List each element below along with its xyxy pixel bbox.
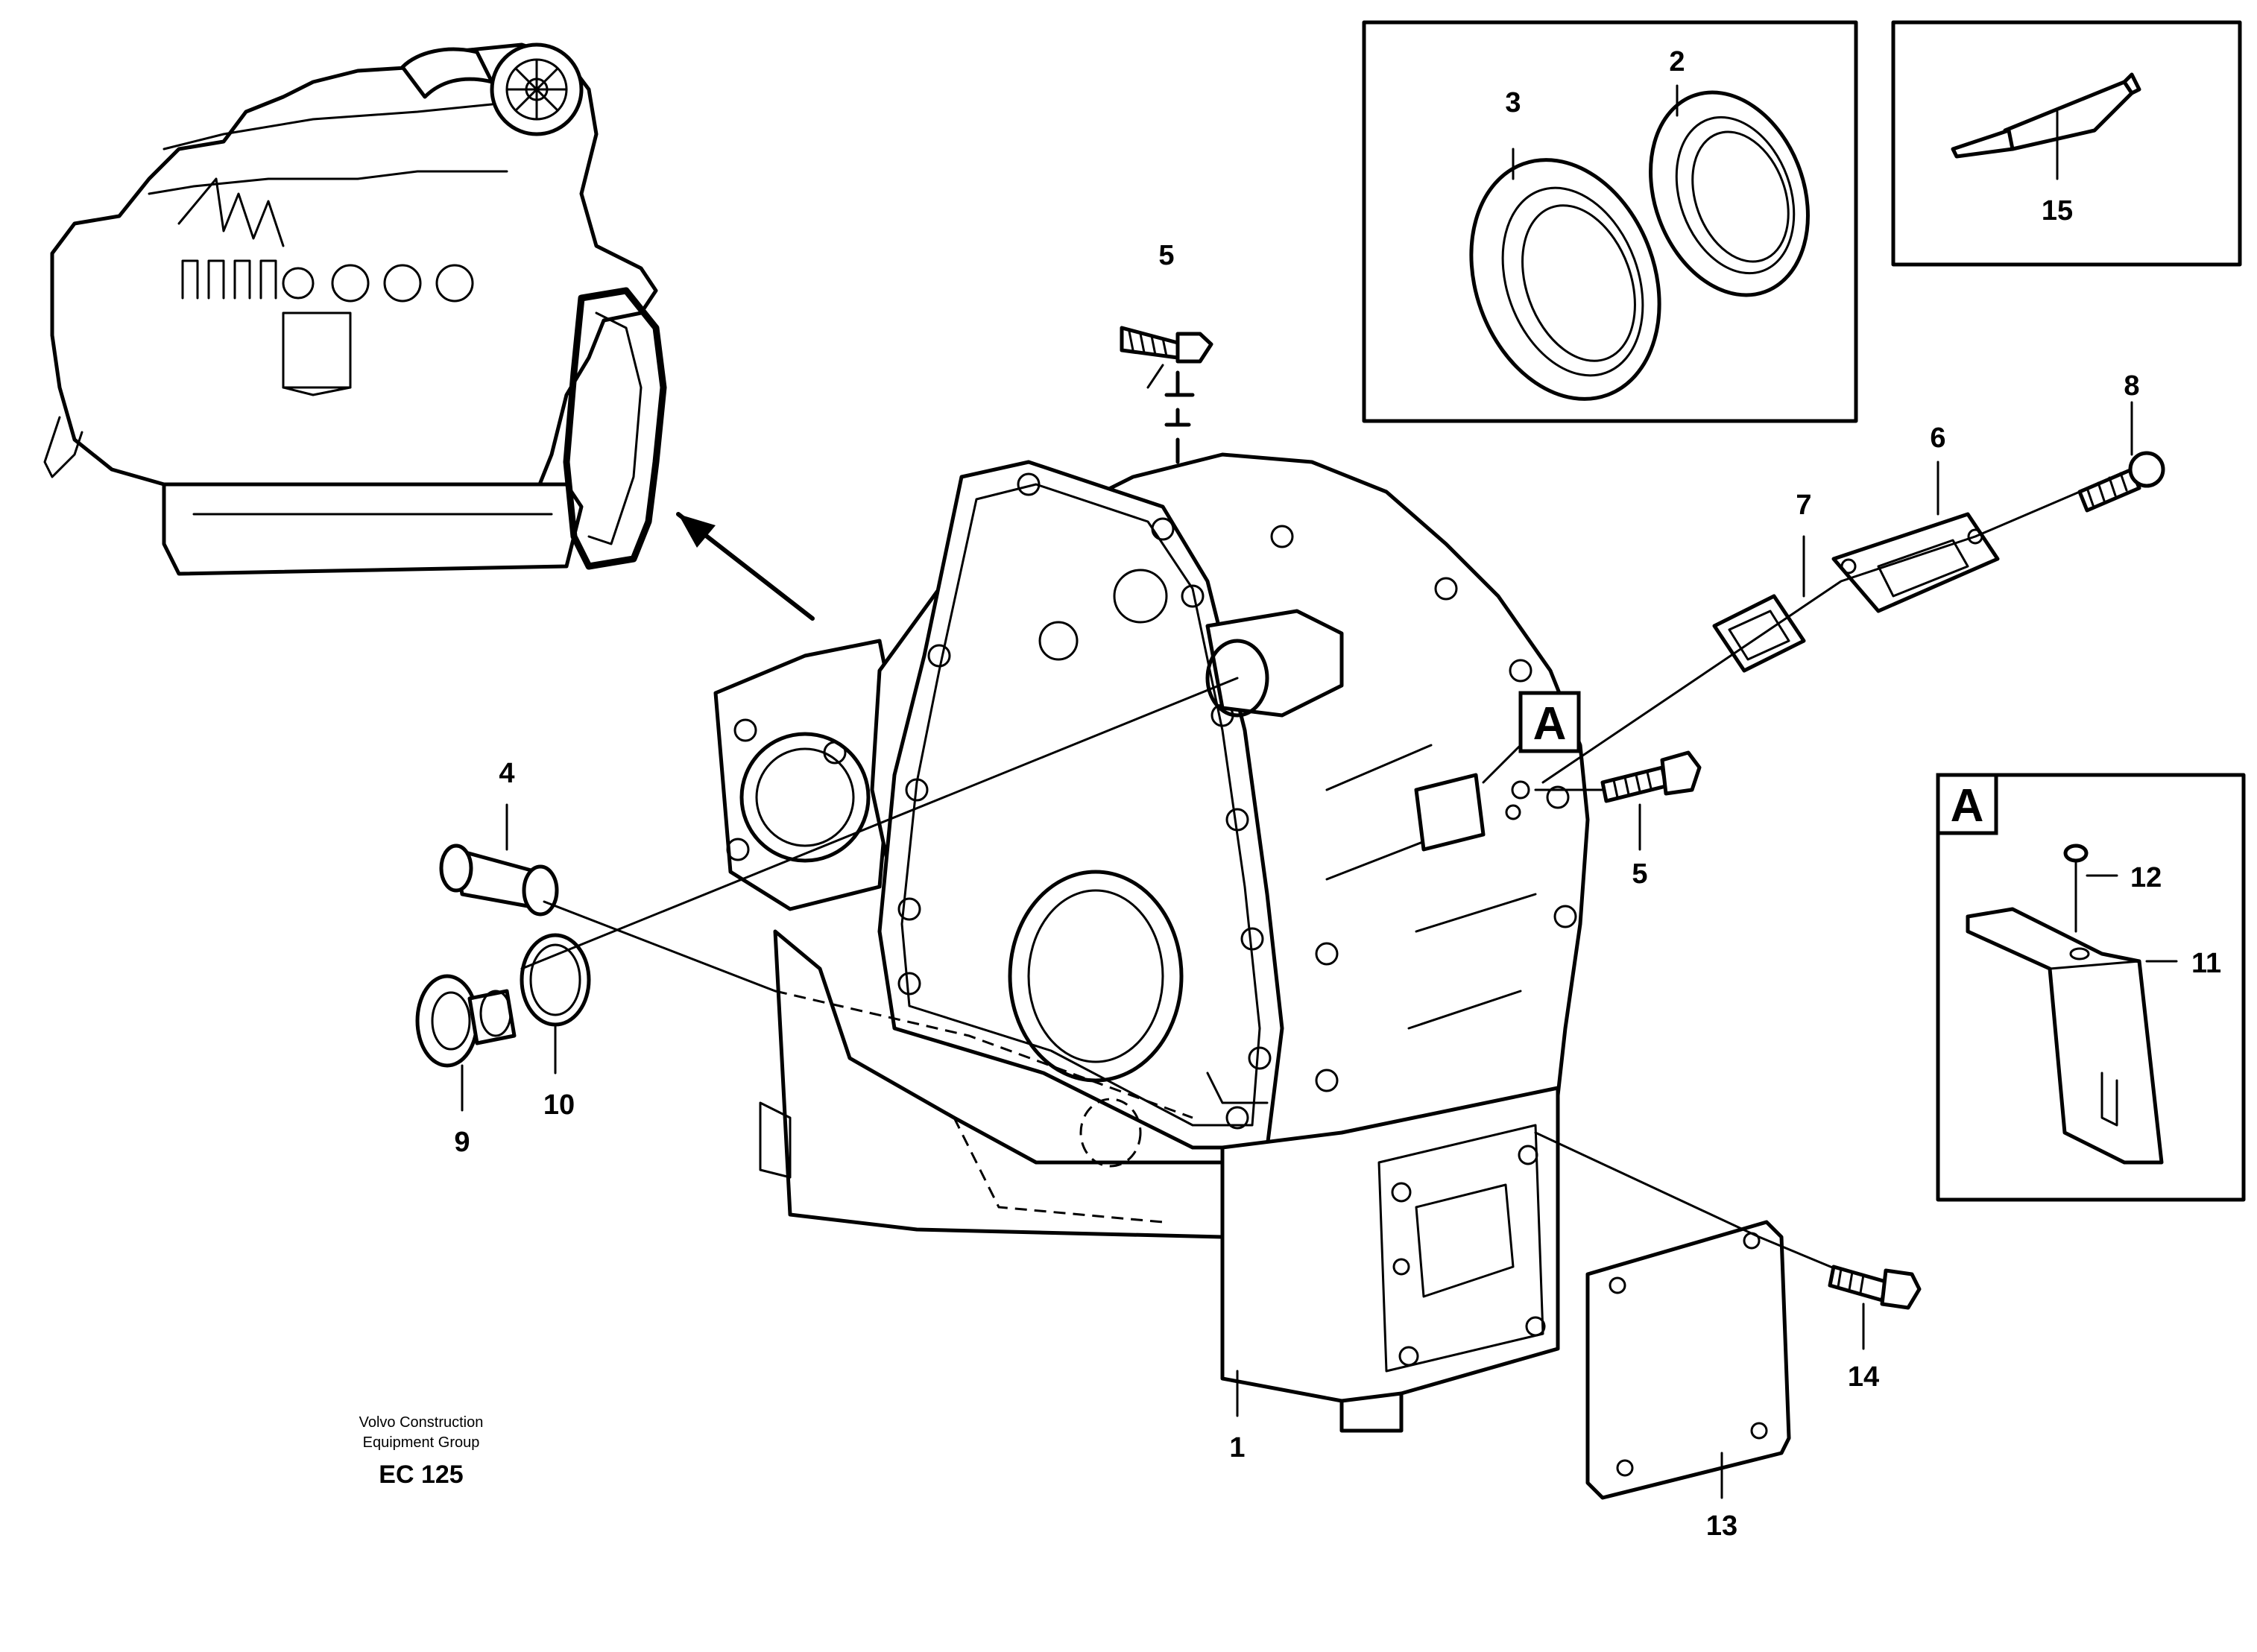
callout-6: 6: [1930, 423, 1945, 454]
bracket-11: [1966, 907, 2164, 1165]
detail-marker-a: A: [1533, 698, 1567, 750]
seal-kit-box: [1362, 20, 1858, 423]
sealant-box: [1891, 20, 2242, 267]
assembly-line-cover-13: [1534, 1131, 1850, 1276]
callout-1: 1: [1229, 1432, 1245, 1463]
detail-box-label-a: A: [1951, 780, 1984, 832]
callout-3: 3: [1505, 87, 1521, 118]
cover-13: [1585, 1220, 1791, 1500]
o-ring-10: [520, 933, 591, 1027]
sealant-tube-15: [1951, 72, 2141, 159]
sleeve-4: [439, 844, 559, 917]
callout-7: 7: [1796, 490, 1811, 521]
assembly-line-sleeve: [543, 900, 777, 993]
callout-15: 15: [2042, 195, 2073, 227]
detail-marker-frame: [1518, 691, 1581, 753]
pointer-arrow: [678, 514, 716, 548]
rivet-12: [2063, 844, 2089, 933]
bolt-5-right: [1534, 750, 1702, 803]
seal-3: [1469, 158, 1661, 401]
callout-4: 4: [499, 758, 514, 789]
gasket-7: [1712, 594, 1806, 673]
callout-14: 14: [1848, 1361, 1879, 1393]
callout-13: 13: [1706, 1510, 1737, 1542]
bolt-14: [1828, 1265, 1922, 1310]
callout-8: 8: [2124, 370, 2139, 402]
callout-9: 9: [454, 1127, 470, 1158]
callout-5-right: 5: [1632, 858, 1647, 890]
assembly-line-cover: [1541, 490, 2081, 784]
cover-6: [1831, 512, 2000, 613]
bolt-8: [2077, 451, 2165, 513]
callout-11: 11: [2191, 948, 2221, 979]
callout-10: 10: [543, 1089, 575, 1121]
engine-overview-illustration: [43, 42, 667, 576]
footer-company-line1: Volvo Construction: [359, 1414, 484, 1431]
callout-5-top: 5: [1158, 240, 1174, 271]
footer-company-line2: Equipment Group: [363, 1434, 480, 1451]
flywheel-housing-drawing: [713, 452, 1590, 1433]
footer-diagram-code: EC 125: [379, 1460, 463, 1489]
plug-9: [415, 974, 517, 1068]
seal-2: [1649, 90, 1810, 297]
bolt-5-top: [1120, 326, 1213, 464]
callout-labels: 1 2 3 4 5 5 6 7 8 9 10 11 12 13 14 15: [454, 46, 2221, 1542]
assembly-line-plug: [520, 677, 1239, 970]
detail-a-box: [1936, 773, 2246, 1202]
callout-12: 12: [2130, 862, 2162, 893]
callout-2: 2: [1669, 46, 1685, 77]
